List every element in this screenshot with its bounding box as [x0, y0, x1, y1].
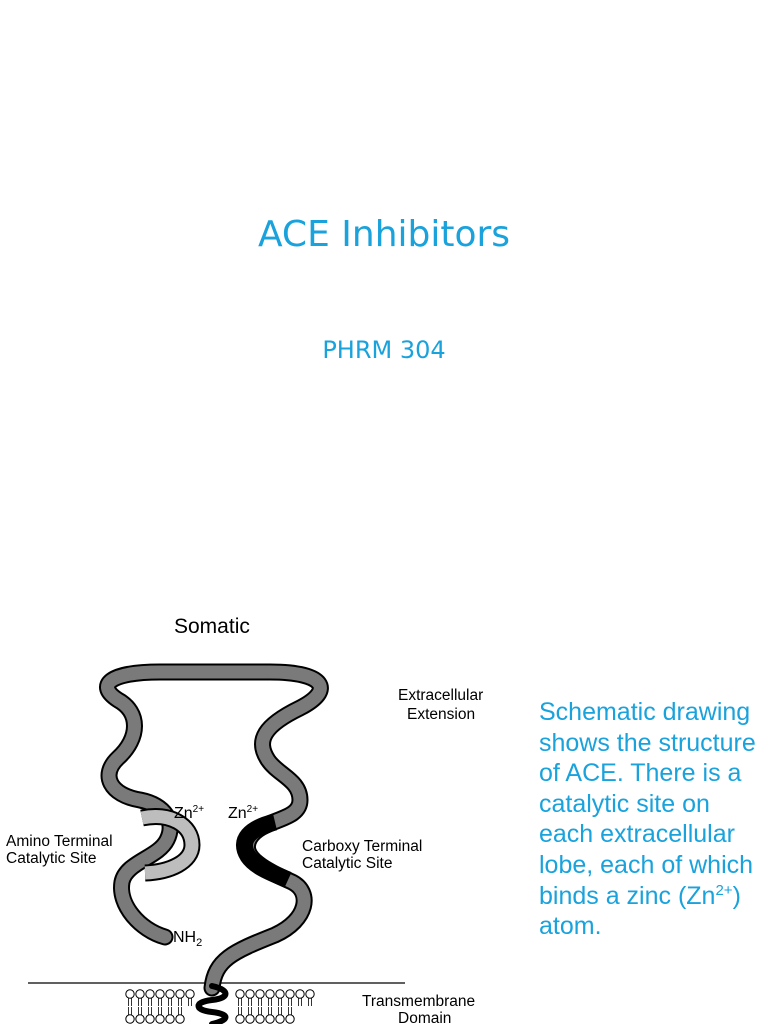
caption-end: ) atom.	[539, 881, 741, 941]
extracellular-label-2: Extension	[407, 706, 475, 723]
nh2-label: NH2	[173, 929, 202, 949]
slide-title: ACE Inhibitors	[257, 214, 511, 255]
diagram-heading: Somatic	[174, 615, 250, 638]
carboxy-label-1: Carboxy Terminal	[302, 838, 422, 855]
caption-main: Schematic drawing shows the structure of…	[539, 698, 756, 910]
carboxy-label-2: Catalytic Site	[302, 855, 392, 872]
amino-label-1: Amino Terminal	[6, 833, 113, 850]
extracellular-label-1: Extracellular	[398, 687, 483, 704]
ace-protein-chain	[99, 663, 329, 1024]
lipid-bilayer	[125, 989, 315, 1024]
ace-diagram: Somatic Extracellular Extension Zn2+ Zn2…	[6, 615, 483, 1024]
amino-label-2: Catalytic Site	[6, 850, 96, 867]
slide-subtitle: PHRM 304	[322, 336, 446, 364]
transmembrane-label-1: Transmembrane	[362, 993, 475, 1010]
zn-left-label: Zn2+	[174, 804, 204, 822]
slide-caption: Schematic drawing shows the structure of…	[539, 697, 764, 942]
carboxy-catalytic-site	[236, 813, 292, 888]
transmembrane-label-2: Domain	[398, 1010, 451, 1024]
caption-superscript: 2+	[715, 881, 733, 899]
zn-right-label: Zn2+	[228, 804, 258, 822]
amino-catalytic-site-fill	[140, 810, 199, 880]
